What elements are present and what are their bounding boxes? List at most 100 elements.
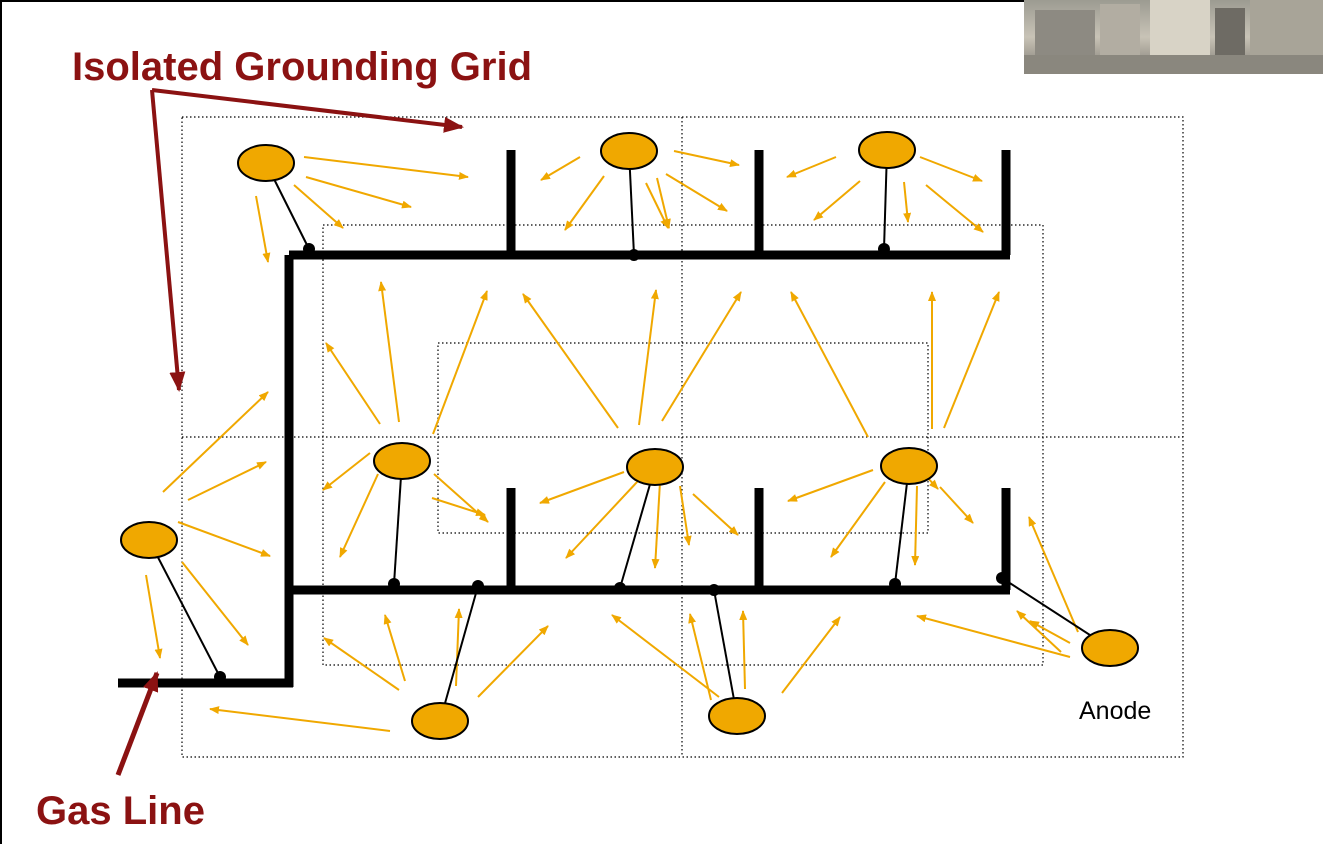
current-arrow — [162, 391, 269, 493]
current-arrow — [919, 156, 983, 182]
anode-ellipse — [120, 521, 178, 559]
current-arrow — [539, 471, 625, 504]
current-arrow — [303, 156, 469, 180]
current-arrow — [903, 181, 912, 223]
anode-ellipse — [237, 144, 295, 182]
current-arrow — [339, 473, 379, 558]
current-arrow — [790, 291, 869, 438]
connection-point — [889, 578, 901, 590]
current-arrow — [431, 497, 486, 517]
grid-rect — [437, 342, 929, 534]
connection-point — [708, 584, 720, 596]
current-arrow — [813, 180, 861, 221]
current-arrow — [781, 616, 841, 694]
anode-wire — [148, 539, 221, 678]
gas-line-pipes — [118, 150, 1011, 688]
current-arrow — [1016, 610, 1062, 653]
current-arrow — [679, 485, 692, 546]
current-arrow — [540, 156, 581, 181]
current-arrow — [145, 574, 163, 659]
current-arrow — [656, 177, 671, 229]
anode-ellipse — [708, 697, 766, 735]
anode-ellipse — [880, 447, 938, 485]
anode-ellipse — [858, 131, 916, 169]
current-arrow — [522, 293, 619, 429]
anode-label: Anode — [1079, 697, 1151, 725]
current-arrow — [477, 625, 549, 698]
anode — [708, 584, 766, 735]
current-arrow — [564, 175, 605, 231]
current-arrow — [943, 291, 1000, 429]
current-arrow — [454, 608, 463, 687]
callout-arrows — [115, 88, 464, 776]
anode — [237, 144, 315, 255]
current-arrow — [1028, 516, 1079, 633]
grounding-grid-label: Isolated Grounding Grid — [72, 45, 532, 89]
anode-wire — [439, 585, 479, 722]
anode-ellipse — [1081, 629, 1139, 667]
anode — [600, 132, 658, 261]
current-arrow — [209, 706, 391, 732]
current-arrow — [661, 291, 742, 422]
current-arrow — [645, 182, 669, 229]
current-arrow — [688, 613, 712, 701]
anode-wire — [393, 460, 403, 585]
current-arrow — [786, 156, 837, 178]
current-arrow — [293, 184, 344, 229]
anode — [858, 131, 916, 255]
current-arrow — [325, 342, 381, 425]
anode — [996, 572, 1139, 667]
current-arrow — [323, 637, 400, 691]
connection-point — [878, 243, 890, 255]
connection-point — [388, 578, 400, 590]
anode — [120, 521, 226, 683]
current-arrow — [177, 521, 271, 557]
connection-point — [303, 243, 315, 255]
anode — [411, 580, 484, 740]
anode-ellipse — [411, 702, 469, 740]
anode-wire — [894, 465, 910, 585]
current-arrow — [916, 614, 1071, 658]
anode — [373, 442, 431, 590]
anode-ellipse — [373, 442, 431, 480]
connection-point — [472, 580, 484, 592]
current-arrow — [939, 486, 974, 524]
current-arrow — [383, 614, 406, 682]
current-arrow — [181, 561, 249, 646]
anode — [880, 447, 938, 590]
anode — [614, 448, 684, 594]
industrial-facility-photo-icon — [1024, 0, 1323, 74]
current-arrow — [739, 610, 748, 690]
connection-point — [214, 671, 226, 683]
current-flow-arrows — [145, 150, 1079, 732]
current-arrow — [305, 176, 412, 209]
anode-ellipse — [600, 132, 658, 170]
anodes — [120, 131, 1139, 740]
current-arrow — [692, 493, 739, 536]
connection-point — [614, 582, 626, 594]
current-arrow — [787, 469, 874, 502]
current-arrow — [255, 195, 271, 263]
current-arrow — [911, 485, 920, 566]
gas-line-label: Gas Line — [36, 789, 205, 833]
anode-wire — [713, 589, 738, 717]
current-arrow — [1029, 620, 1071, 644]
current-arrow — [378, 281, 400, 423]
isolated-grounding-grid — [181, 116, 1184, 758]
current-arrow — [665, 173, 728, 212]
current-arrow — [651, 481, 661, 569]
current-arrow — [925, 184, 984, 233]
grid-rect — [322, 224, 1044, 666]
current-arrow — [433, 473, 489, 523]
current-arrow — [611, 614, 720, 698]
current-arrow — [187, 461, 267, 501]
current-arrow — [432, 290, 488, 435]
current-arrow — [673, 150, 740, 168]
current-arrow — [638, 289, 659, 426]
current-arrow — [830, 481, 886, 558]
anode-ellipse — [626, 448, 684, 486]
connection-point — [628, 249, 640, 261]
current-arrow — [322, 452, 371, 491]
